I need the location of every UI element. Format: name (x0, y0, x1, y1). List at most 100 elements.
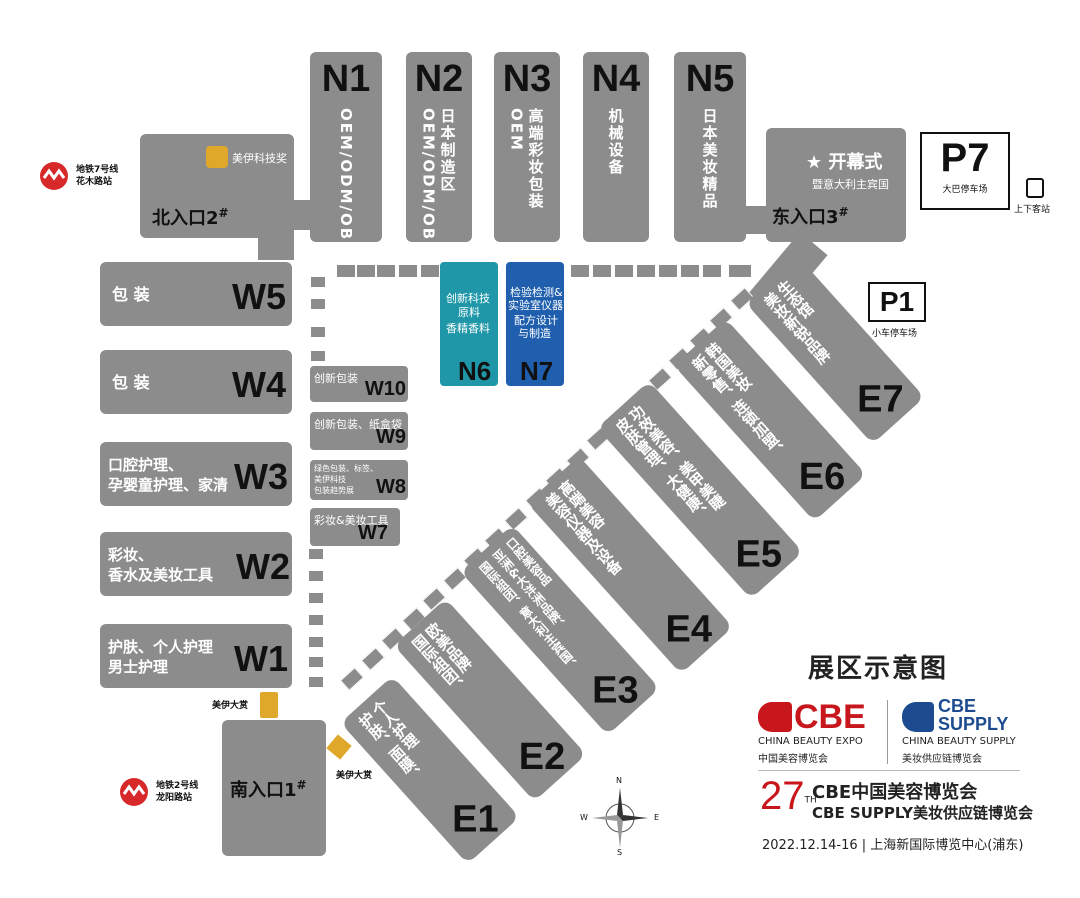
booth (310, 350, 326, 362)
hall-n7-line1: 检验检测& (510, 286, 563, 299)
booth (308, 548, 324, 560)
booth (570, 264, 590, 278)
booth (702, 264, 722, 278)
hall-e6-code: E6 (798, 455, 846, 498)
booth (339, 667, 365, 691)
hall-w8-code: W8 (376, 476, 406, 498)
hall-w4[interactable]: 包 装 W4 (100, 350, 292, 414)
cbe-logo: CBE CHINA BEAUTY EXPO 中国美容博览会 (758, 698, 878, 768)
legend-title: 展区示意图 (808, 654, 949, 684)
hall-w10-line1: 创新包装 (314, 372, 358, 385)
award-logo-icon (326, 734, 352, 760)
hall-w2[interactable]: 彩妆、 香水及美妆工具 W2 (100, 532, 292, 596)
east-entrance-3[interactable] (766, 128, 906, 242)
hall-w10[interactable]: 创新包装 W10 (310, 366, 408, 402)
hall-n6-code: N6 (458, 356, 492, 386)
booth (442, 567, 467, 591)
metro-line7-station: 花木路站 (76, 177, 113, 187)
south-entrance-1[interactable] (222, 720, 326, 856)
parking-p1[interactable]: P1 (868, 282, 926, 322)
hall-n4-code: N4 (591, 58, 641, 100)
compass-w: W (580, 813, 588, 822)
hall-n5-code: N5 (685, 58, 735, 100)
hall-n1[interactable]: N1 OEM/ODM/OBM (310, 52, 382, 258)
hall-w8-line2: 美伊科技 (314, 475, 346, 484)
ceremony-label: ★ 开幕式 (806, 152, 883, 173)
hall-w9[interactable]: 创新包装、纸盒袋 W9 (310, 412, 408, 450)
booth (728, 264, 752, 278)
parking-p1-label: 小车停车场 (872, 329, 918, 339)
booth (308, 592, 324, 604)
hall-n2[interactable]: N2 日本制造区 OEM/ODM/OBM (406, 52, 472, 258)
booth (680, 264, 700, 278)
bus-icon (1026, 178, 1044, 198)
metro-line2-station: 龙阳路站 (156, 793, 193, 803)
hall-w7-line1: 彩妆&美妆工具 (314, 514, 389, 527)
hall-w8-line3: 包装趋势展 (314, 486, 354, 495)
hall-n6[interactable]: 创新科技 原料 香精香料 N6 (440, 262, 498, 386)
south-entrance-label: 南入口1# (230, 778, 307, 801)
hall-n2-desc: 日本制造区 OEM/ODM/OBM (419, 108, 457, 259)
award-logo-icon (260, 692, 278, 718)
compass-e: E (654, 813, 660, 822)
hall-w2-code: W2 (236, 546, 290, 587)
hall-w10-code: W10 (364, 378, 406, 400)
hall-e3-code: E3 (592, 669, 639, 712)
hall-n7-line4: 与制造 (518, 327, 551, 340)
hall-w2-line2: 香水及美妆工具 (108, 566, 214, 584)
hall-n5-desc: 日本美妆精品 (700, 108, 719, 210)
hall-n2-code: N2 (414, 58, 464, 100)
south-award-a: 美伊大赏 (212, 701, 249, 711)
hall-n6-line1: 创新科技 (446, 292, 490, 305)
hall-w8[interactable]: 绿色包装、标签、 美伊科技 包装趋势展 W8 (310, 460, 408, 500)
hall-n6-line2: 原料 (458, 306, 480, 319)
north-entrance-brand: 美伊科技奖 (232, 152, 287, 165)
hall-e1-code: E1 (452, 798, 499, 841)
star-icon: ★ (806, 152, 823, 173)
hall-e5-code: E5 (735, 533, 782, 576)
hall-n1-code: N1 (321, 58, 371, 100)
booth (398, 264, 418, 278)
hall-n5[interactable]: N5 日本美妆精品 (674, 52, 746, 242)
metro-icon (40, 162, 68, 190)
supply-cn: 美妆供应链博览会 (902, 754, 982, 765)
cbe-logo-text: CBE (794, 698, 866, 736)
booth (308, 676, 324, 688)
hall-e4-code: E4 (665, 608, 712, 651)
hall-n7-line2: 实验室仪器 (508, 299, 563, 312)
hall-w1-code: W1 (234, 638, 288, 679)
hall-w5[interactable]: 包 装 W5 (100, 262, 292, 326)
hall-w3-line2: 孕婴童护理、家清 (108, 476, 229, 494)
hall-w3-code: W3 (234, 456, 288, 497)
hall-n4[interactable]: N4 机械设备 (583, 52, 649, 242)
booth (376, 264, 396, 278)
hall-w9-code: W9 (376, 426, 406, 448)
north-entrance-bridge (288, 200, 310, 230)
hall-n7[interactable]: 检验检测& 实验室仪器 配方设计 与制造 N7 (506, 262, 564, 386)
metro-icon (120, 778, 148, 806)
parking-p7[interactable]: P7 大巴停车场 (920, 132, 1010, 210)
hall-n7-code: N7 (520, 356, 554, 386)
hall-w3[interactable]: 口腔护理、 孕婴童护理、家清 W3 (100, 442, 292, 506)
cbe-supply-logo: CBE SUPPLY CHINA BEAUTY SUPPLY 美妆供应链博览会 (902, 696, 1032, 768)
booth (503, 507, 529, 531)
hall-w4-line1: 包 装 (112, 373, 150, 392)
booth (360, 647, 385, 671)
hall-n3[interactable]: N3 高端彩妆包装 OEM (494, 52, 560, 242)
award-logo-icon (206, 146, 228, 168)
logo-divider (887, 700, 888, 764)
hall-w7[interactable]: 彩妆&美妆工具 W7 (310, 508, 400, 546)
hall-e2-code: E2 (518, 735, 566, 778)
parking-p7-label: 大巴停车场 (942, 185, 988, 195)
hall-n4-desc: 机械设备 (606, 108, 625, 176)
east-entrance-bridge (742, 206, 770, 234)
hall-w1[interactable]: 护肤、个人护理 男士护理 W1 (100, 624, 292, 688)
compass-icon: N S W E (580, 776, 659, 857)
hall-w5-code: W5 (232, 276, 286, 317)
event-line2: CBE SUPPLY美妆供应链博览会 (812, 804, 1033, 822)
hall-w3-line1: 口腔护理、 (108, 456, 184, 474)
booth (310, 326, 326, 338)
parking-p1-code: P1 (879, 286, 915, 317)
booth (308, 656, 324, 668)
booth (310, 298, 326, 310)
